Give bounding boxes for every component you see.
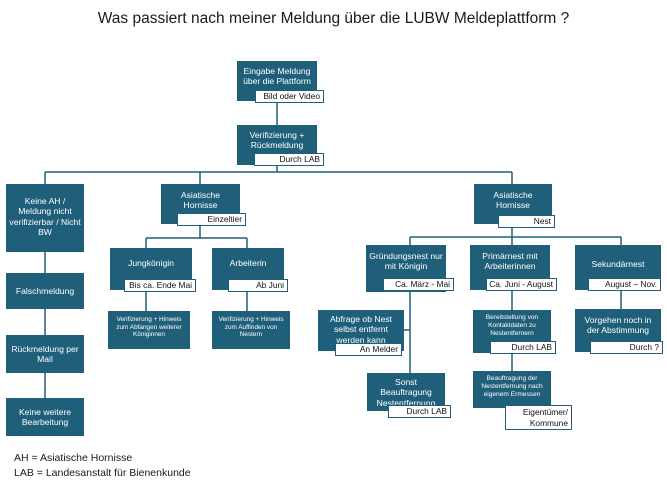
node-abfrage-label: Abfrage ob Nest selbst entfernt werden k… <box>329 314 393 345</box>
legend-lab: LAB = Landesanstalt für Bienenkunde <box>14 467 191 479</box>
node-arb-detail-label: Verifizierung + Hinweis zum Auffinden vo… <box>218 316 284 339</box>
tag-aug-nov: August – Nov. <box>588 278 661 291</box>
tag-ab-juni: Ab Juni <box>228 279 288 292</box>
node-keine-ah-label: Keine AH / Meldung nicht verifizierbar /… <box>9 196 81 238</box>
tag-nest: Nest <box>498 215 555 228</box>
node-bereitstellung-label: Bereitstellung von Kontaktdaten zu Neste… <box>485 314 539 337</box>
node-primaernest-label: Primärnest mit Arbeiterinnen <box>482 251 538 272</box>
tag-maerz-mai: Ca. März - Mai <box>383 278 454 291</box>
tag-bild-video: Bild oder Video <box>255 90 324 103</box>
node-eingabe-label: Eingabe Meldung über die Plattform <box>243 66 311 87</box>
node-jung-detail-label: Verifizierung + Hinweis zum Abfangen wei… <box>116 316 182 339</box>
node-falschmeldung: Falschmeldung <box>6 273 84 309</box>
node-jungkoenigin-label: Jungkönigin <box>128 258 174 268</box>
tag-einzeltier: Einzeltier <box>177 213 246 226</box>
node-arb-detail: Verifizierung + Hinweis zum Auffinden vo… <box>212 311 290 349</box>
legend-ah: AH = Asiatische Hornisse <box>14 452 133 464</box>
node-beauftragung: Beauftragung der Nestentfernung nach eig… <box>473 371 551 408</box>
tag-durch-lab-2: Durch LAB <box>388 405 451 418</box>
node-sonst: Sonst Beauftragung Nestentfernung <box>367 373 445 411</box>
tag-juni-august: Ca. Juni - August <box>486 278 557 291</box>
tag-durch-lab-3: Durch LAB <box>490 341 556 354</box>
node-sonst-label: Sonst Beauftragung Nestentfernung <box>376 377 436 408</box>
node-keine-ah: Keine AH / Meldung nicht verifizierbar /… <box>6 184 84 252</box>
tag-durch-lab-1: Durch LAB <box>254 153 324 166</box>
node-beauftragung-label: Beauftragung der Nestentfernung nach eig… <box>481 375 543 398</box>
node-rueckmeldung-mail-label: Rückmeldung per Mail <box>11 343 79 364</box>
node-jung-detail: Verifizierung + Hinweis zum Abfangen wei… <box>108 311 190 349</box>
tag-an-melder: An Melder <box>335 343 402 356</box>
node-falschmeldung-label: Falschmeldung <box>15 285 75 296</box>
node-vorgehen-label: Vorgehen noch in der Abstimmung <box>584 315 652 336</box>
tag-eigentuemer: Eigentümer/ Kommune <box>505 405 572 430</box>
node-keine-bearbeitung: Keine weitere Bearbeitung <box>6 398 84 436</box>
node-gruendungsnest-label: Gründungsnest nur mit Königin <box>369 251 443 272</box>
node-sekundaernest-label: Sekundärnest <box>591 259 645 269</box>
page-title: Was passiert nach meiner Meldung über di… <box>97 10 570 27</box>
node-verifizierung-label: Verifizierung + Rückmeldung <box>249 130 305 151</box>
node-rueckmeldung-mail: Rückmeldung per Mail <box>6 335 84 373</box>
node-arbeiterin-label: Arbeiterin <box>229 258 267 268</box>
node-ah-nest-label: Asiatische Hornisse <box>493 190 533 211</box>
tag-durch-q: Durch ? <box>590 341 663 354</box>
node-keine-bearbeitung-label: Keine weitere Bearbeitung <box>18 406 72 427</box>
node-ah-einzeltier-label: Asiatische Hornisse <box>180 190 221 211</box>
tag-ende-mai: Bis ca. Ende Mai <box>124 279 196 292</box>
